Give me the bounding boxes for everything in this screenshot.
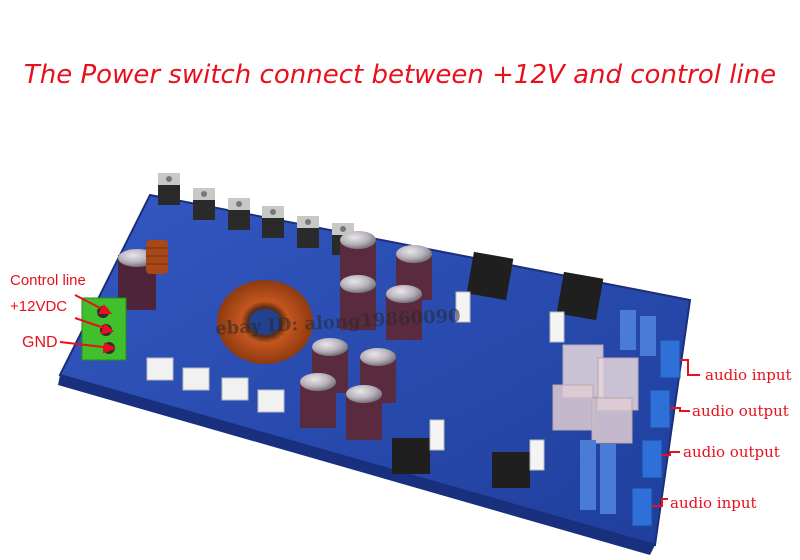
label-audio-output-2: audio output	[683, 443, 780, 461]
power-amp-chips	[392, 251, 604, 488]
right-arrows	[652, 359, 700, 507]
label-gnd: GND	[22, 334, 58, 351]
toroid-inductor	[217, 280, 313, 364]
output-terminals	[631, 339, 681, 527]
top-transistors	[158, 173, 354, 255]
small-inductor	[146, 240, 168, 274]
film-capacitors	[580, 310, 656, 514]
label-audio-output-1: audio output	[692, 402, 789, 420]
page-title: The Power switch connect between +12V an…	[23, 60, 777, 90]
filter-capacitors	[300, 231, 432, 440]
white-resistors	[146, 291, 565, 471]
label-12vdc: +12VDC	[10, 298, 68, 315]
label-control-line: Control line	[10, 272, 86, 289]
left-arrows	[59, 294, 117, 354]
label-audio-input-1: audio input	[705, 366, 792, 384]
relays	[552, 344, 639, 444]
label-audio-input-2: audio input	[670, 494, 757, 512]
